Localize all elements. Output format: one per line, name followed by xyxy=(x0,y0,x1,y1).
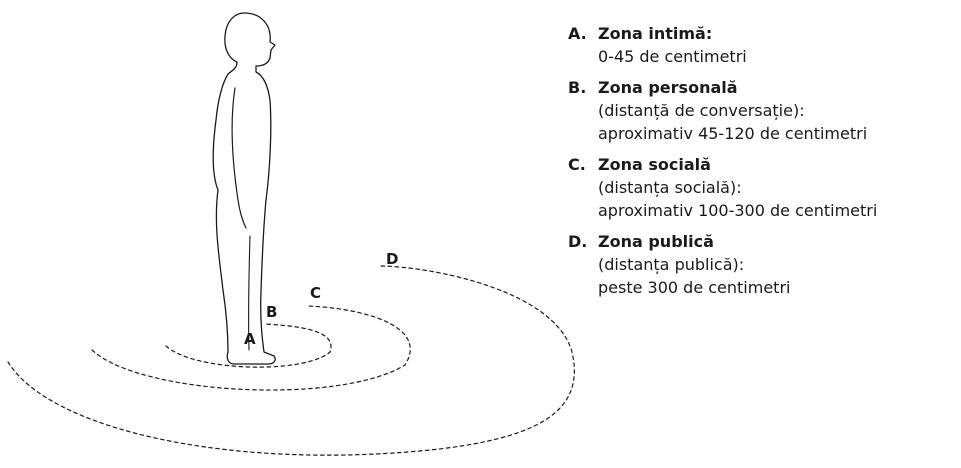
label-d: D xyxy=(386,250,398,268)
legend-title: Zona socială xyxy=(598,153,958,176)
legend-title: Zona publică xyxy=(598,230,958,253)
legend-item-d: D. Zona publică (distanța publică): pest… xyxy=(568,230,958,299)
label-c: C xyxy=(310,284,321,302)
human-arm xyxy=(232,88,246,228)
legend-line: (distanța publică): xyxy=(598,253,958,276)
legend-item-b: B. Zona personală (distanță de conversaț… xyxy=(568,76,958,145)
legend-title: Zona personală xyxy=(598,76,958,99)
legend-item-a: A. Zona intimă: 0-45 de centimetri xyxy=(568,22,958,68)
legend-line: (distanța socială): xyxy=(598,176,958,199)
legend-line: aproximativ 100-300 de centimetri xyxy=(598,199,958,222)
legend-line: aproximativ 45-120 de centimetri xyxy=(598,122,958,145)
label-a: A xyxy=(244,330,256,348)
legend-line: peste 300 de centimetri xyxy=(598,276,958,299)
zone-arc-c xyxy=(8,266,574,455)
legend-letter: A. xyxy=(568,22,587,45)
legend-letter: D. xyxy=(568,230,587,253)
legend-title: Zona intimă: xyxy=(598,22,958,45)
label-b: B xyxy=(266,303,277,321)
legend-letter: B. xyxy=(568,76,586,99)
zone-legend: A. Zona intimă: 0-45 de centimetri B. Zo… xyxy=(568,22,958,299)
legend-line: (distanță de conversație): xyxy=(598,99,958,122)
legend-letter: C. xyxy=(568,153,586,176)
legend-item-c: C. Zona socială (distanța socială): apro… xyxy=(568,153,958,222)
legend-line: 0-45 de centimetri xyxy=(598,45,958,68)
zone-arc-b xyxy=(92,306,410,390)
